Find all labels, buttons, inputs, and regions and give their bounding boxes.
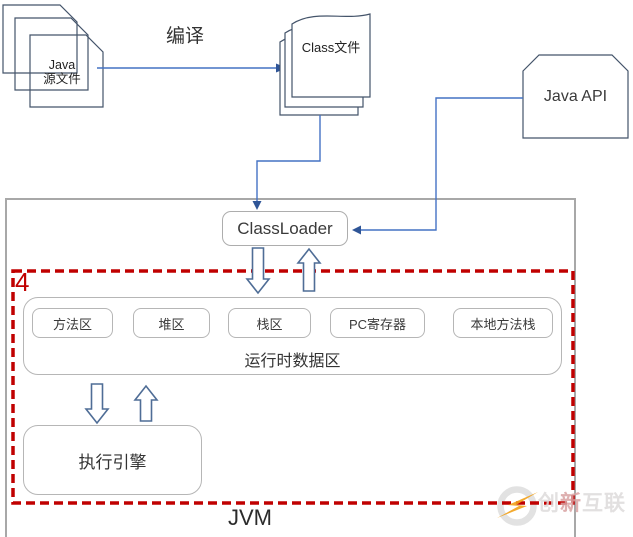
down-block-arrow xyxy=(245,247,271,295)
stack-area-label: 栈区 xyxy=(256,316,283,332)
compile-label: 编译 xyxy=(165,26,204,47)
runtime-engine-arrows xyxy=(84,383,159,425)
method-area-label: 方法区 xyxy=(52,316,92,332)
region-number-label: 4 xyxy=(15,267,30,297)
compile-arrow xyxy=(97,63,287,73)
heap-area-node: 堆区 xyxy=(133,308,210,338)
red-dashed-region xyxy=(11,269,575,505)
class-files-shape xyxy=(279,13,371,116)
javaapi-to-classloader-connector xyxy=(352,97,523,235)
pc-register-label: PC寄存器 xyxy=(348,316,407,332)
java-source-line1: Java xyxy=(48,58,76,72)
classloader-node: ClassLoader xyxy=(222,211,348,246)
class-file-label: Class文件 xyxy=(301,40,361,55)
classfile-to-classloader-connector xyxy=(252,115,321,210)
execution-engine-label: 执行引擎 xyxy=(78,452,147,472)
heap-area-label: 堆区 xyxy=(158,316,185,332)
watermark-char-2: 新 xyxy=(560,492,582,515)
watermark-chars-3: 互联 xyxy=(582,492,626,515)
java-api-shape xyxy=(522,54,629,139)
jvm-label: JVM xyxy=(228,505,272,530)
pc-register-node: PC寄存器 xyxy=(330,308,425,338)
java-api-label: Java API xyxy=(543,88,608,105)
method-area-node: 方法区 xyxy=(32,308,113,338)
stack-area-node: 栈区 xyxy=(228,308,311,338)
watermark-text: 创新互联 xyxy=(538,492,626,516)
native-method-stack-label: 本地方法栈 xyxy=(470,316,536,332)
watermark-ring xyxy=(497,486,537,526)
up-block-arrow xyxy=(133,384,159,422)
down-block-arrow xyxy=(84,383,110,425)
runtime-data-area-label: 运行时数据区 xyxy=(244,353,341,370)
classloader-runtime-arrows xyxy=(245,247,322,295)
java-source-line2: 源文件 xyxy=(43,72,81,87)
watermark-char-1: 创 xyxy=(538,492,560,515)
java-source-label: Java 源文件 xyxy=(28,58,96,87)
execution-engine-node: 执行引擎 xyxy=(23,425,202,495)
classloader-label: ClassLoader xyxy=(237,218,333,238)
java-source-files-shape xyxy=(2,4,104,108)
up-block-arrow xyxy=(296,247,322,292)
native-method-stack-node: 本地方法栈 xyxy=(453,308,553,338)
